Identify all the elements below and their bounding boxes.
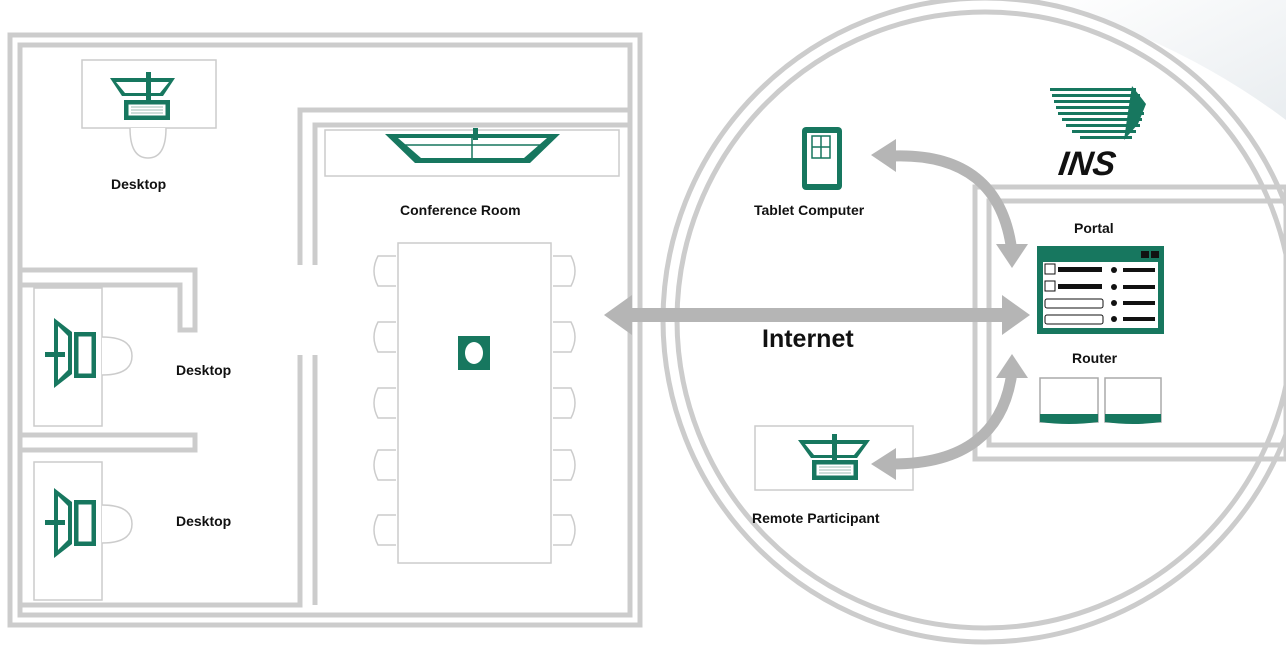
- conference-chairs: [373, 255, 576, 546]
- chair-icon: [101, 336, 133, 376]
- remote-portal-arrow: [871, 354, 1028, 480]
- tablet-computer-label: Tablet Computer: [754, 202, 865, 218]
- remote-participant-label: Remote Participant: [752, 510, 880, 526]
- background-shading: [1040, 0, 1286, 120]
- conference-room: [324, 128, 620, 564]
- desktop-bottom-label: Desktop: [176, 513, 232, 529]
- monitor-icon: [45, 488, 96, 558]
- conference-display-icon: [385, 128, 560, 163]
- chair-icon: [129, 127, 167, 159]
- ins-logo: INS: [1050, 86, 1146, 183]
- logo-speed-lines: [1050, 86, 1146, 140]
- desktop-bottom-station: [33, 461, 133, 601]
- conference-table: [397, 242, 552, 564]
- conference-room-label: Conference Room: [400, 202, 521, 218]
- desktop-top-station: [81, 59, 217, 159]
- tablet-icon: [802, 127, 842, 190]
- monitor-icon: [110, 72, 175, 120]
- desktop-top-label: Desktop: [111, 176, 167, 192]
- portal-label: Portal: [1074, 220, 1114, 236]
- logo-text: INS: [1056, 145, 1118, 183]
- router-label: Router: [1072, 350, 1118, 366]
- portal-screen-icon: [1037, 246, 1164, 334]
- desktop-mid-label: Desktop: [176, 362, 232, 378]
- internet-label: Internet: [762, 325, 854, 353]
- laptop-icon: [798, 434, 870, 480]
- internet-arrow: [604, 295, 1030, 335]
- desktop-mid-station: [33, 287, 133, 427]
- monitor-icon: [45, 318, 96, 388]
- router-box: [972, 184, 1286, 462]
- tablet-portal-arrow: [871, 139, 1028, 268]
- speakerphone-icon: [458, 336, 490, 370]
- router-device-icon: [1039, 377, 1162, 424]
- chair-icon: [101, 504, 133, 544]
